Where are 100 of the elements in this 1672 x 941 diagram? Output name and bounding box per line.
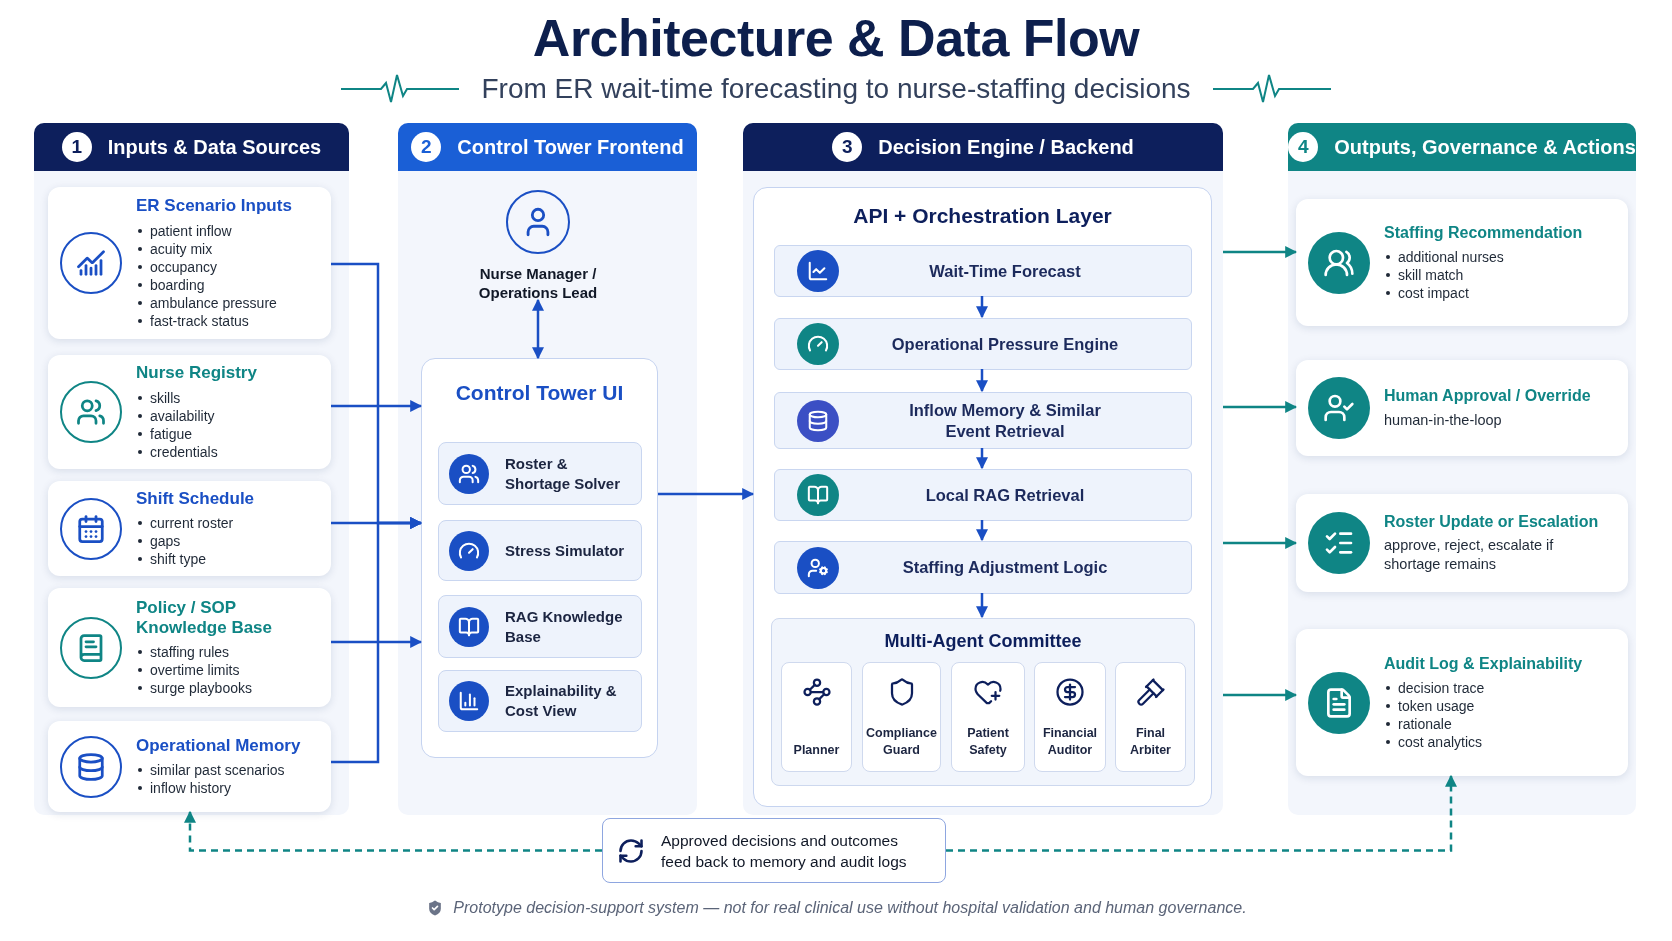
step-label: Staffing Adjustment Logic (902, 557, 1108, 578)
step-label: Wait-Time Forecast (929, 260, 1081, 282)
frame-title: API + Orchestration Layer (853, 204, 1112, 228)
step-number: 4 (1288, 132, 1319, 162)
arrow (331, 400, 423, 412)
list-item: credentials (150, 442, 218, 461)
role-label: Nurse Manager / Operations Lead (477, 264, 599, 302)
list-item: occupancy (150, 257, 217, 276)
pipeline-step (774, 469, 1192, 521)
list-item: boarding (150, 275, 205, 294)
list-item: staffing rules (150, 643, 230, 662)
step-number: 2 (411, 132, 442, 162)
list-item: skills (150, 388, 181, 407)
card-title: Policy / SOP Knowledge Base (136, 597, 274, 639)
column-title: Inputs & Data Sources (107, 135, 322, 159)
arrow (946, 774, 1457, 852)
agent-label: Patient Safety (966, 725, 1010, 759)
module-label: Stress Simulator (505, 540, 625, 561)
list-item: cost impact (1398, 283, 1469, 302)
output-card (1296, 494, 1628, 592)
output-card (1296, 360, 1628, 456)
list-item: cost analytics (1398, 732, 1483, 751)
arrow (976, 448, 988, 470)
list-item: patient inflow (150, 221, 232, 240)
title: Architecture & Data Flow (532, 8, 1140, 68)
card-title: Roster Update or Escalation (1384, 511, 1600, 532)
list-item: rationale (1398, 714, 1452, 733)
agent-card (781, 662, 852, 772)
column-panel (1288, 123, 1636, 815)
frontend-panel (421, 358, 658, 758)
card-title: ER Scenario Inputs (136, 196, 293, 217)
card-title: Human Approval / Override (1384, 386, 1592, 406)
list-item: acuity mix (150, 239, 213, 258)
card-title: Staffing Recommendation (1384, 223, 1584, 243)
module-card (438, 520, 642, 581)
step-label: Inflow Memory & Similar Event Retrieval (908, 399, 1102, 442)
agent-card (1115, 662, 1186, 772)
list-item: fatigue (150, 424, 193, 443)
pipeline-step (774, 392, 1192, 449)
list-item: skill match (1398, 265, 1464, 284)
arrow (532, 298, 544, 360)
output-card (1296, 199, 1628, 326)
list-item: ambulance pressure (150, 293, 277, 312)
arrow (976, 593, 988, 619)
arrow (1223, 401, 1298, 413)
module-label: Roster & Shortage Solver (505, 453, 622, 494)
arrow (331, 517, 423, 764)
arrow (658, 488, 755, 500)
arrow (1223, 537, 1298, 549)
input-card (48, 481, 331, 576)
agent-label: Final Arbiter (1129, 725, 1172, 759)
input-card (48, 187, 331, 339)
step-number: 3 (832, 132, 863, 162)
list-item: fast-track status (150, 311, 249, 330)
list-item: current roster (150, 514, 234, 533)
list-item: inflow history (150, 779, 231, 798)
agent-label: Financial Auditor (1041, 725, 1099, 759)
list-item: additional nurses (1398, 247, 1504, 266)
output-card (1296, 629, 1628, 776)
input-card (48, 588, 331, 707)
column-title: Outputs, Governance & Actions (1334, 135, 1636, 159)
module-card (438, 442, 642, 505)
module-card (438, 670, 642, 732)
list-item: similar past scenarios (150, 761, 285, 780)
module-card (438, 595, 642, 658)
committee-panel (771, 618, 1195, 786)
column-title: Control Tower Frontend (457, 135, 684, 159)
list-item: availability (150, 406, 215, 425)
arrow (976, 369, 988, 393)
arrow (184, 810, 602, 852)
pipeline-step (774, 245, 1192, 297)
step-label: Local RAG Retrieval (925, 484, 1085, 506)
list-item: shift type (150, 550, 207, 569)
module-label: RAG Knowledge Base (505, 606, 624, 647)
agent-card (862, 662, 941, 772)
arrow (331, 636, 423, 648)
agent-card (1034, 662, 1106, 772)
list-item: surge playbooks (150, 679, 252, 698)
column-panel (34, 123, 349, 815)
agent-label: Planner (793, 742, 840, 759)
agent-label: Compliance Guard (865, 725, 938, 759)
feedback-note (602, 818, 946, 883)
agent-card (951, 662, 1025, 772)
card-text: human-in-the-loop (1384, 410, 1503, 430)
pipeline-step (774, 318, 1192, 370)
note-text: Approved decisions and outcomes feed back to memory and audit logs (661, 830, 908, 872)
column-title: Decision Engine / Backend (878, 135, 1134, 159)
list-item: decision trace (1398, 678, 1485, 697)
card-title: Shift Schedule (136, 488, 256, 510)
card-title: Operational Memory (136, 735, 302, 757)
caption: Prototype decision-support system — not for real clinical use without hospital validation and human governance. (453, 899, 1247, 917)
arrow (1223, 689, 1298, 701)
list-item: token usage (1398, 696, 1475, 715)
panel-title: Multi-Agent Committee (884, 631, 1082, 652)
module-label: Explainability & Cost View (505, 681, 618, 721)
card-title: Audit Log & Explainability (1384, 654, 1584, 674)
arrow (976, 296, 988, 319)
column-panel (398, 123, 697, 815)
step-number: 1 (61, 132, 92, 162)
input-card (48, 721, 331, 812)
